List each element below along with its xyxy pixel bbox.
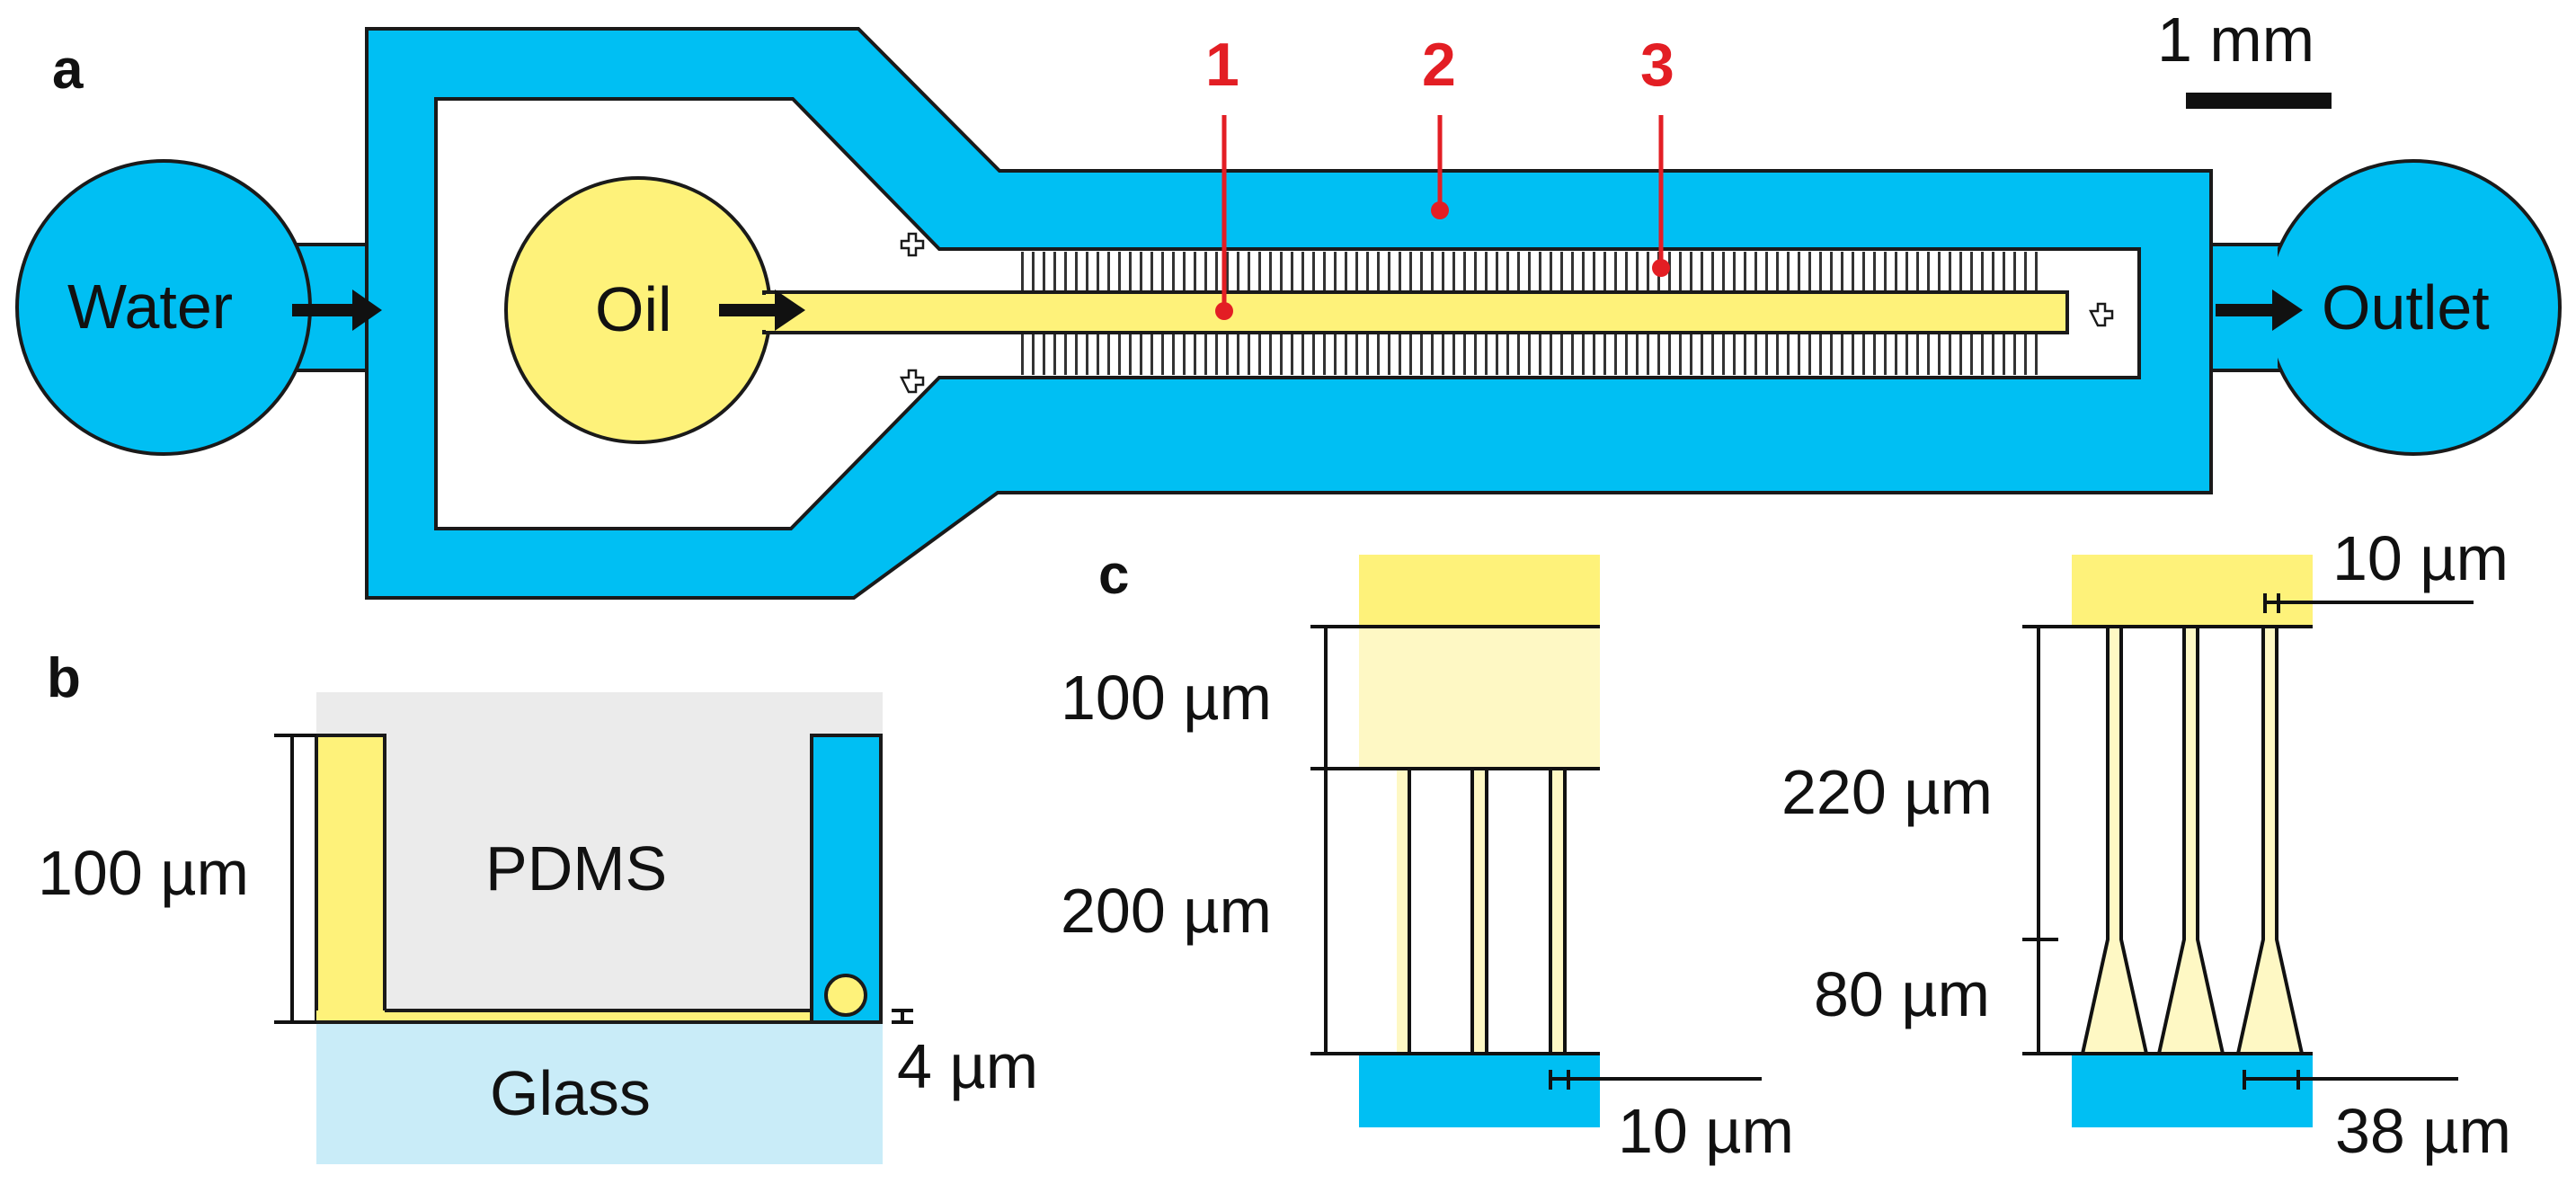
right-mid-label: 220 µm — [1781, 757, 1993, 827]
left-mid-label: 200 µm — [1061, 876, 1272, 946]
oil-channel — [762, 290, 2069, 334]
panel-label-c: c — [1098, 544, 1129, 606]
filter-type-straight: 100 µm 200 µm 10 µm — [1061, 555, 1794, 1166]
outlet-label: Outlet — [2322, 272, 2490, 343]
water-channel-bottom — [2072, 1054, 2313, 1127]
mid-dimension — [1310, 769, 1359, 1055]
width-dimension — [1549, 1070, 1762, 1090]
water-joint-mask — [250, 247, 261, 368]
marker-label-2: 2 — [1422, 31, 1456, 99]
scale-label: 1 mm — [2157, 4, 2314, 75]
water-channel-bottom — [1359, 1054, 1600, 1127]
oil-channel-top — [2072, 555, 2313, 627]
marker-dot-2 — [1431, 201, 1449, 219]
right-main-dimension — [2022, 625, 2072, 1055]
arrow-right-icon — [719, 289, 805, 331]
left-top-label: 100 µm — [1061, 663, 1272, 733]
flow-arrows — [292, 289, 2303, 331]
taper-region — [1359, 627, 1600, 769]
marker-dot-3 — [1652, 259, 1670, 277]
marker-dot-1 — [1215, 302, 1233, 320]
gap-mask — [1357, 770, 1397, 1052]
scale-bar — [2186, 93, 2332, 109]
gap-label: 4 µm — [897, 1031, 1038, 1101]
panel-label-a: a — [52, 39, 84, 101]
plus-icon — [899, 369, 925, 394]
right-top-dimension — [2263, 593, 2474, 613]
oil-label: Oil — [595, 274, 672, 344]
gap-mask — [1411, 770, 1470, 1052]
right-width-label: 38 µm — [2335, 1096, 2511, 1166]
pillar — [2080, 625, 2149, 1055]
region-markers: 1 2 3 — [1205, 31, 1674, 320]
height-dimension — [274, 734, 316, 1024]
plus-icon — [900, 232, 925, 257]
oil-channel-top — [1359, 555, 1600, 627]
pillar — [2156, 625, 2225, 1055]
water-label: Water — [67, 272, 233, 342]
pillar — [2235, 625, 2305, 1055]
pillar — [1470, 767, 1488, 1055]
oil-film — [316, 1010, 820, 1022]
plus-icon — [2088, 302, 2114, 327]
panel-label-b: b — [47, 647, 81, 709]
top-dimension — [1310, 625, 1359, 770]
height-label: 100 µm — [38, 838, 249, 908]
left-width-label: 10 µm — [1618, 1096, 1794, 1166]
panel-b: b PDMS Glass 100 µm 4 µm — [38, 647, 1038, 1164]
pillar — [1393, 767, 1411, 1055]
glass-label: Glass — [490, 1058, 651, 1128]
gap-dimension — [892, 1009, 913, 1024]
filter-comb-top — [1018, 252, 2043, 297]
right-width-dimension — [2243, 1070, 2458, 1090]
filter-comb-bottom — [1018, 332, 2043, 375]
glass-slab — [316, 1022, 883, 1164]
gap-mask — [1488, 770, 1549, 1052]
pdms-label: PDMS — [485, 833, 667, 904]
tapered-pillars — [2080, 625, 2305, 1055]
right-low-label: 80 µm — [1814, 959, 1990, 1029]
gap-mask — [1567, 770, 1602, 1052]
pdms-block — [316, 692, 883, 1025]
pillar — [1549, 767, 1567, 1055]
panel-c: c 100 µm 200 µm 10 µm — [1061, 523, 2511, 1166]
alignment-marks — [899, 232, 2114, 394]
arrow-right-icon — [292, 289, 382, 331]
marker-label-3: 3 — [1640, 31, 1674, 99]
arrow-right-icon — [2216, 289, 2303, 331]
oil-droplet — [824, 974, 867, 1017]
filter-type-tapered: 220 µm 80 µm 10 µm 38 µm — [1781, 523, 2511, 1166]
marker-label-1: 1 — [1205, 31, 1239, 99]
right-top-label: 10 µm — [2332, 523, 2509, 593]
panel-a: a Water Oil — [15, 4, 2562, 600]
